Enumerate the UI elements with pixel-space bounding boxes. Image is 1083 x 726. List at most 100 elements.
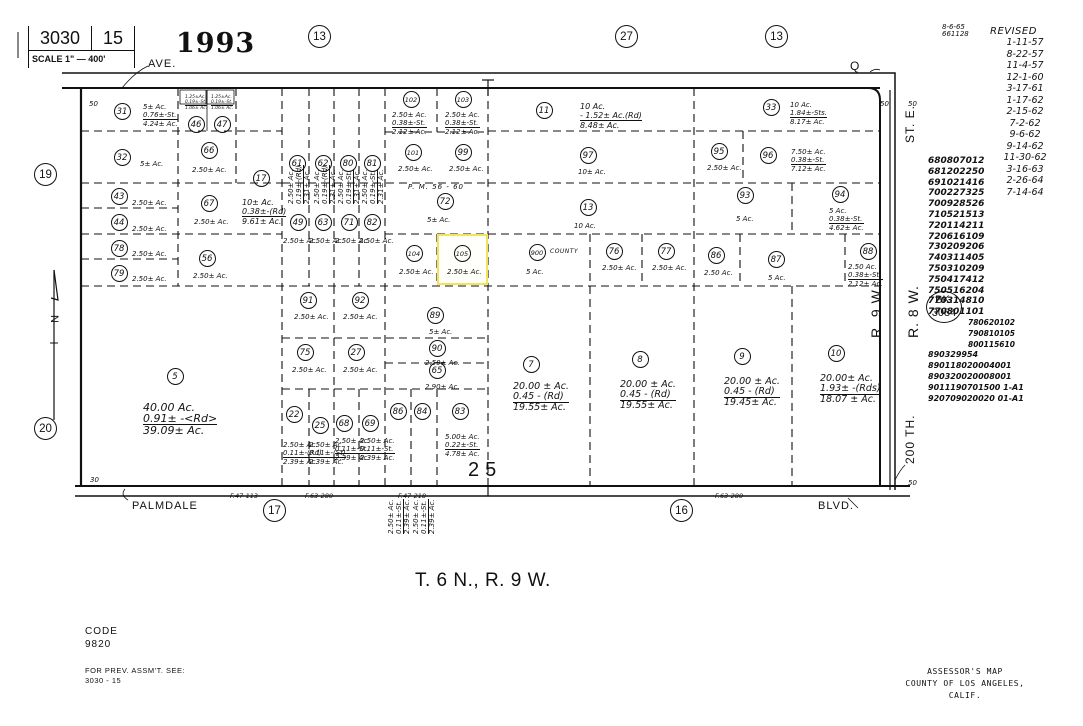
parcel-number-circle[interactable]: 95 [710, 142, 728, 160]
parcel-number-circle[interactable]: 900 [528, 243, 546, 261]
parcel-number-circle[interactable]: 71 [340, 213, 358, 231]
parcel-number-circle[interactable]: 94 [831, 185, 849, 203]
assessor-title-block: ASSESSOR'S MAP COUNTY OF LOS ANGELES, CA… [900, 666, 1030, 702]
map-year: 1993 [176, 28, 256, 59]
parcel-number-circle[interactable]: 101 [404, 143, 422, 161]
parcel-number-circle[interactable]: 86 [389, 402, 407, 420]
parcel-area-line: 2.50± Ac. [283, 441, 318, 449]
range-label-r8w: R. 8 W. [905, 285, 921, 338]
parcel-area-line: 2.50± Ac. [343, 313, 378, 321]
parcel-number-circle[interactable]: 47 [213, 115, 231, 133]
parcel-number-circle[interactable]: 11 [535, 101, 553, 119]
parcel-number-circle[interactable]: 79 [110, 264, 128, 282]
parcel-number-circle[interactable]: 69 [361, 414, 379, 432]
parcel-area-line: 2.50± Ac. [360, 437, 395, 445]
parcel-number-circle[interactable]: 92 [351, 291, 369, 309]
adjacent-page-link[interactable]: 20 [34, 417, 57, 440]
parcel-area-line: 0.11±-St. [360, 445, 395, 454]
parcel-number-circle[interactable]: 96 [759, 146, 777, 164]
parcel-area: 2.50± Ac. [343, 366, 378, 374]
parcel-number-circle[interactable]: 87 [767, 250, 785, 268]
parcel-number-circle[interactable]: 31 [113, 102, 131, 120]
parcel-area: 2.50± Ac. [602, 264, 637, 272]
parcel-number-circle[interactable]: 93 [736, 186, 754, 204]
parcel-number-circle[interactable]: 8 [631, 350, 649, 368]
corner-note-line: 8-6-65 [942, 23, 965, 31]
parcel-area: 2.50± Ac.0.19±-St.2.31± Ac. [361, 169, 386, 204]
parcel-number-circle[interactable]: 65 [428, 361, 446, 379]
dimension-label: 50 [880, 100, 889, 108]
parcel-area: 2.50± Ac. [283, 237, 318, 245]
parcel-number-circle[interactable]: 17 [252, 169, 270, 187]
parcel-number-circle[interactable]: 32 [113, 148, 131, 166]
parcel-number-circle[interactable]: 25 [311, 416, 329, 434]
parcel-area: 2.50 Ac.0.38±-St.2.12± Ac. [848, 263, 883, 288]
book-ref-number: 3084 [931, 307, 957, 319]
parcel-number-circle[interactable]: 84 [413, 402, 431, 420]
parcel-number-circle[interactable]: 89 [426, 306, 444, 324]
adjacent-page-link[interactable]: 19 [34, 163, 57, 186]
parcel-number-circle[interactable]: 67 [200, 194, 218, 212]
parcel-number-circle[interactable]: 83 [451, 402, 469, 420]
parcel-number-circle[interactable]: 10 [827, 344, 845, 362]
parcel-area-line: 2.31± Ac. [377, 169, 385, 204]
parcel-number-circle[interactable]: 81 [363, 154, 381, 172]
parcel-number-circle[interactable]: 61 [288, 154, 306, 172]
adjacent-page-link[interactable]: 16 [670, 499, 693, 522]
parcel-area-line: 2.31± Ac. [303, 169, 311, 204]
revision-date: 9-14-62 [1006, 140, 1044, 152]
adjacent-page-link[interactable]: 13 [308, 25, 331, 48]
parcel-area-line: 2.50± Ac. [445, 111, 480, 119]
parcel-number-circle[interactable]: 91 [299, 291, 317, 309]
parcel-number-circle[interactable]: 62 [314, 154, 332, 172]
parcel-area: 2.50± Ac. [652, 264, 687, 272]
adjacent-page-link[interactable]: 13 [765, 25, 788, 48]
parcel-number-circle[interactable]: 105 [453, 244, 471, 262]
parcel-area-line: 2.50± Ac. [652, 264, 687, 272]
parcel-number-circle[interactable]: 13 [579, 198, 597, 216]
parcel-number-circle[interactable]: 27 [347, 343, 365, 361]
revision-date: 7-2-62 [1009, 117, 1041, 129]
parcel-number-circle[interactable]: 86 [707, 246, 725, 264]
parcel-number-circle[interactable]: 90 [428, 339, 446, 357]
parcel-number-circle[interactable]: 68 [335, 414, 353, 432]
parcel-area: 7.50± Ac.0.38±-St.7.12± Ac. [791, 148, 826, 173]
parcel-number-circle[interactable]: 66 [200, 141, 218, 159]
adjacent-page-link[interactable]: 17 [263, 499, 286, 522]
parcel-number-circle[interactable]: 78 [110, 239, 128, 257]
parcel-number-circle[interactable]: 102 [402, 90, 420, 108]
code-label: CODE [85, 626, 118, 637]
parcel-number-circle[interactable]: 5 [166, 367, 184, 385]
parcel-number-circle[interactable]: 82 [363, 213, 381, 231]
revision-date: 1-11-57 [1006, 37, 1044, 48]
parcel-number-circle[interactable]: 97 [579, 146, 597, 164]
parcel-area-line: 2.39± Ac. [428, 499, 436, 534]
parcel-area: 2.50± Ac. [132, 275, 167, 283]
parcel-number-circle[interactable]: 77 [657, 242, 675, 260]
parcel-number-circle[interactable]: 43 [110, 187, 128, 205]
parcel-number-circle[interactable]: 56 [198, 249, 216, 267]
parcel-number-circle[interactable]: 104 [405, 244, 423, 262]
parcel-number-circle[interactable]: 46 [187, 115, 205, 133]
parcel-number-circle[interactable]: 103 [454, 90, 472, 108]
parcel-number-circle[interactable]: 63 [314, 213, 332, 231]
parcel-area: 2.50± Ac.0.11±-(Rd)2.39± Ac. [283, 441, 322, 466]
parcel-number-circle[interactable]: 80 [339, 154, 357, 172]
parcel-number-circle[interactable]: 49 [289, 213, 307, 231]
parcel-number-circle[interactable]: 75 [296, 343, 314, 361]
parcel-area-line: 0.38±-St. [848, 271, 883, 280]
parcel-area: 10± Ac. [578, 168, 606, 176]
adjacent-page-link[interactable]: 27 [615, 25, 638, 48]
parcel-number-circle[interactable]: 9 [733, 347, 751, 365]
parcel-number-circle[interactable]: 72 [436, 192, 454, 210]
parcel-number-circle[interactable]: 22 [285, 405, 303, 423]
parcel-number-circle[interactable]: 88 [859, 242, 877, 260]
revision-document-number: 9011190701500 1-A1 [928, 382, 1024, 392]
parcel-area: 2.50± Ac.0.11±-St.2.39± Ac. [335, 437, 370, 462]
parcel-number-circle[interactable]: 33 [762, 98, 780, 116]
parcel-number-circle[interactable]: 76 [605, 242, 623, 260]
parcel-number-circle[interactable]: 7 [522, 355, 540, 373]
parcel-number-circle[interactable]: 99 [454, 143, 472, 161]
parcel-number-circle[interactable]: 44 [110, 213, 128, 231]
